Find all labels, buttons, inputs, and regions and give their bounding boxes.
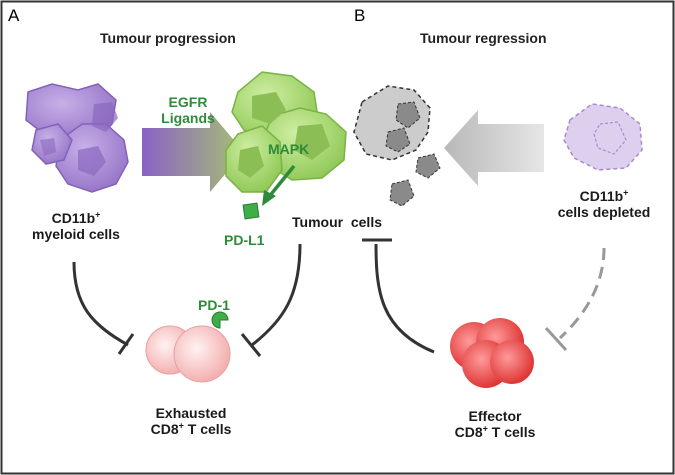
effector-inhibition-line — [374, 243, 435, 354]
myeloid-label: CD11b+ myeloid cells — [12, 210, 140, 242]
mapk-arrow-shaft — [266, 164, 296, 200]
cells-word: cells — [350, 214, 382, 230]
depleted-label-line1: CD11b+ — [540, 188, 668, 204]
mapk-label: MAPK — [268, 141, 310, 157]
tumour-word: Tumour — [292, 214, 344, 230]
depleted-inhibition-line — [558, 247, 606, 340]
myeloid-cells — [25, 83, 129, 193]
depleted-label-text: CD11b — [579, 188, 624, 204]
exhausted-label: Exhausted CD8+ T cells — [116, 405, 266, 437]
depleted-label: CD11b+ cells depleted — [540, 188, 668, 220]
grey-depletion-arrow — [444, 110, 544, 186]
tumour-inhibition-line — [251, 243, 302, 347]
pd-1-receptor — [211, 311, 229, 329]
mapk-arrow-head — [262, 190, 276, 206]
pd-1-label: PD-1 — [198, 297, 230, 313]
effector-t-cells — [450, 318, 534, 388]
egfr-label-line1: EGFR — [168, 94, 208, 110]
depleted-inhibition-bar — [544, 326, 568, 352]
depleted-label-line2: cells depleted — [557, 204, 651, 221]
myeloid-inhibition-bar — [117, 333, 135, 355]
tumour-cells-label: Tumour cells — [292, 214, 382, 230]
effector-cd8-text: CD8 — [454, 424, 483, 441]
exhausted-label-line2: CD8+ T cells — [116, 421, 266, 437]
myeloid-label-line2: myeloid cells — [32, 226, 120, 243]
depleted-myeloid-cell — [563, 103, 643, 171]
pd-l1-label: PD-L1 — [224, 232, 265, 248]
exhausted-cd8-text: CD8 — [150, 421, 179, 438]
panel-b-letter: B — [354, 6, 366, 25]
egfr-ligand-arrow — [142, 112, 244, 192]
exhausted-label-line1: Exhausted — [155, 405, 227, 421]
egfr-label-line2: Ligands — [161, 110, 215, 127]
panel-b-title: Tumour regression — [420, 30, 547, 46]
effector-tcells-text: T cells — [487, 424, 536, 441]
effector-label: Effector CD8+ T cells — [420, 408, 570, 440]
effector-label-line2: CD8+ T cells — [420, 424, 570, 440]
pd-l1-marker — [242, 202, 260, 220]
exhausted-tcells-text: T cells — [183, 421, 232, 438]
depleted-label-sup: + — [623, 187, 629, 198]
myeloid-inhibition-line — [72, 261, 129, 347]
myeloid-label-line1: CD11b+ — [12, 210, 140, 226]
tumour-cells-progression — [225, 71, 347, 193]
panel-a-letter: A — [8, 6, 20, 25]
myeloid-label-sup: + — [95, 209, 101, 220]
myeloid-label-text: CD11b — [51, 210, 96, 226]
panel-a-title: Tumour progression — [100, 30, 236, 46]
tumour-cells-regression — [353, 85, 441, 207]
exhausted-cd8-sup: + — [178, 420, 184, 431]
effector-cd8-sup: + — [482, 423, 488, 434]
exhausted-t-cells — [145, 325, 231, 383]
tumour-inhibition-bar — [240, 333, 262, 357]
egfr-label: EGFR Ligands — [148, 94, 228, 126]
effector-label-line1: Effector — [468, 408, 522, 424]
